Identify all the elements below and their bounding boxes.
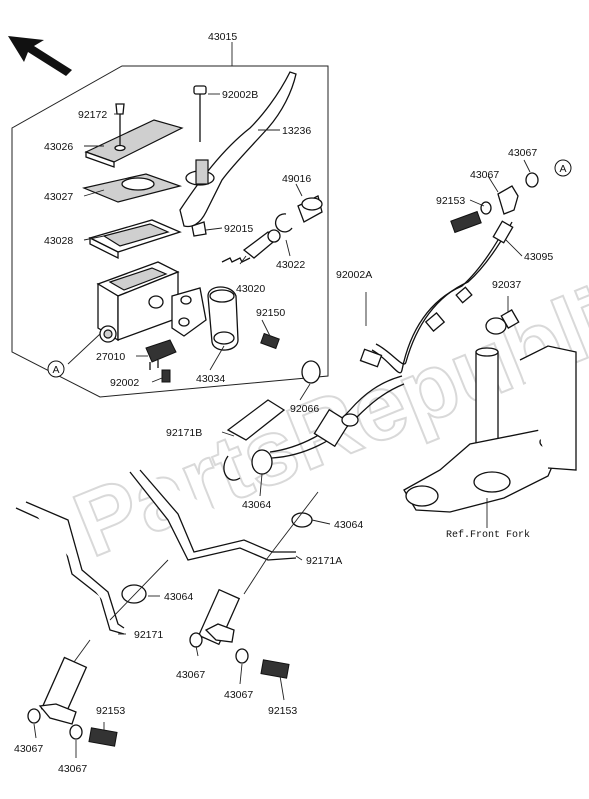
label-43067-bottom-2: 43067: [58, 763, 87, 775]
label-92171a: 92171A: [306, 555, 342, 567]
label-43067-top-right: 43067: [508, 147, 537, 159]
hose-brackets: [15, 399, 297, 635]
label-92002b: 92002B: [222, 89, 258, 101]
label-43095: 43095: [524, 251, 553, 263]
label-92066: 92066: [290, 403, 319, 415]
label-43026: 43026: [44, 141, 73, 153]
leader-lines: [33, 42, 531, 758]
reservoir-plate: [88, 219, 182, 260]
label-43027: 43027: [44, 191, 73, 203]
callout-a-left: A: [47, 360, 65, 378]
master-cylinder-body: [96, 261, 207, 343]
label-43015: 43015: [208, 31, 237, 43]
label-92153-mid: 92153: [268, 705, 297, 717]
label-92172: 92172: [78, 109, 107, 121]
label-43064-b: 43064: [334, 519, 363, 531]
label-43022: 43022: [276, 259, 305, 271]
label-92015: 92015: [224, 223, 253, 235]
label-92171b: 92171B: [166, 427, 202, 439]
label-43034: 43034: [196, 373, 225, 385]
label-43028: 43028: [44, 235, 73, 247]
brake-hose-assembly: [371, 172, 539, 374]
reservoir-cap-assembly: [84, 103, 184, 168]
label-92002a: 92002A: [336, 269, 372, 281]
label-92150: 92150: [256, 307, 285, 319]
callout-a-right: A: [554, 159, 572, 177]
lever-clamp: [207, 286, 321, 384]
label-43020: 43020: [236, 283, 265, 295]
label-92002: 92002: [110, 377, 139, 389]
label-49016: 49016: [282, 173, 311, 185]
steering-stem: [403, 345, 577, 528]
label-ref-front-fork: Ref.Front Fork: [446, 529, 530, 541]
master-cylinder-group-outline: [11, 65, 329, 398]
label-43064-c: 43064: [164, 591, 193, 603]
label-13236: 13236: [282, 125, 311, 137]
label-43067-mid-1: 43067: [176, 669, 205, 681]
svg-text:A: A: [52, 364, 59, 376]
brake-lever: [179, 71, 297, 237]
label-43067-mid-2: 43067: [224, 689, 253, 701]
label-43067-top-mid: 43067: [470, 169, 499, 181]
piston-kit: [221, 195, 323, 263]
direction-arrow-icon: [8, 36, 72, 76]
label-43064-a: 43064: [242, 499, 271, 511]
svg-text:A: A: [559, 163, 566, 175]
label-43067-bottom-1: 43067: [14, 743, 43, 755]
label-27010: 27010: [96, 351, 125, 363]
label-92153-bottom: 92153: [96, 705, 125, 717]
label-92153-top: 92153: [436, 195, 465, 207]
front-brake-switch: [145, 339, 177, 383]
label-92037: 92037: [492, 279, 521, 291]
label-92171: 92171: [134, 629, 163, 641]
lower-brake-hoses: [27, 348, 405, 747]
reservoir-diaphragm: [82, 173, 183, 203]
